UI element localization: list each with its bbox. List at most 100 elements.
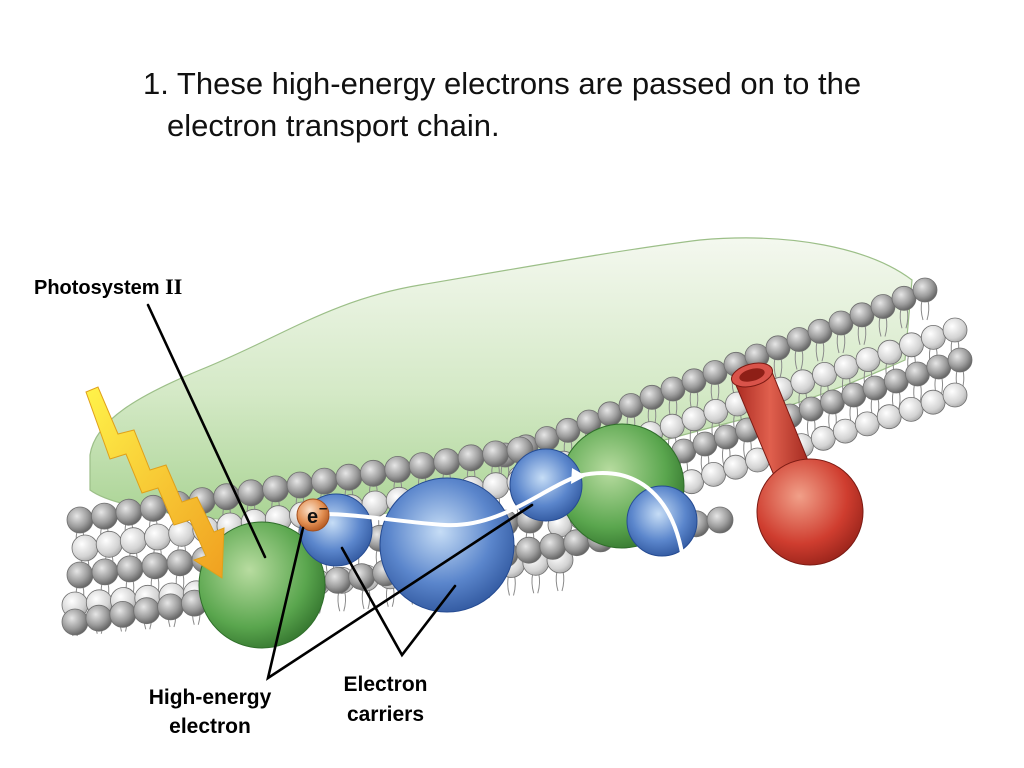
lipid-head bbox=[920, 389, 946, 415]
lipid-head bbox=[920, 324, 946, 350]
lipid-head bbox=[115, 498, 143, 526]
lipid-head bbox=[891, 285, 917, 311]
electron-carrier-upper bbox=[509, 448, 583, 522]
lipid-head bbox=[828, 310, 854, 336]
lipid-head bbox=[898, 396, 924, 422]
lipid-head bbox=[786, 327, 812, 352]
high-energy-label-line-1: High-energy bbox=[148, 686, 272, 709]
lipid-head bbox=[61, 608, 89, 636]
lipid-head bbox=[91, 502, 118, 530]
lipid-tail bbox=[555, 570, 565, 592]
lipid-head bbox=[133, 597, 161, 625]
lipid-head bbox=[798, 396, 824, 422]
lipid-head bbox=[482, 440, 510, 468]
lipid-head bbox=[833, 354, 859, 380]
lipid-head bbox=[820, 389, 845, 415]
lipid-head bbox=[854, 411, 880, 437]
heading-line-1: 1. These high-energy electrons are passe… bbox=[143, 66, 862, 101]
lipid-head bbox=[855, 347, 881, 373]
high-energy-label-line-2: electron bbox=[169, 715, 251, 738]
lipid-head bbox=[883, 368, 909, 394]
high-energy-electron: e – bbox=[296, 498, 330, 532]
carriers-label-line-1: Electron bbox=[343, 673, 428, 696]
photosystem-label-text: Photosystem bbox=[34, 277, 166, 299]
lipid-head bbox=[335, 463, 363, 491]
photosystem-label-numeral: II bbox=[165, 274, 183, 299]
lipid-head bbox=[723, 454, 748, 480]
electron-carrier-large bbox=[379, 477, 515, 613]
lipid-head bbox=[832, 418, 858, 444]
lipid-head bbox=[144, 523, 171, 551]
lipid-head bbox=[703, 398, 729, 424]
leader-photosystem bbox=[146, 303, 267, 559]
lipid-head bbox=[539, 533, 567, 560]
lipid-head bbox=[849, 302, 875, 328]
lipid-head bbox=[706, 506, 734, 534]
atp-synthase bbox=[731, 362, 864, 566]
lipid-head bbox=[942, 317, 968, 343]
lipid-head bbox=[408, 452, 436, 480]
lipid-head bbox=[942, 382, 968, 408]
lipid-head bbox=[905, 361, 930, 387]
lipid-head bbox=[310, 467, 338, 495]
lipid-tail bbox=[531, 573, 541, 594]
lipid-head bbox=[659, 413, 685, 439]
lipid-head bbox=[109, 601, 137, 628]
lipid-head bbox=[926, 354, 952, 380]
lipid-head bbox=[433, 448, 461, 476]
electron-charge: – bbox=[319, 500, 327, 517]
lipid-head bbox=[597, 401, 623, 427]
lipid-head bbox=[841, 382, 867, 408]
lipid-head bbox=[701, 461, 726, 487]
electron-carriers-label: Electron carriers bbox=[318, 670, 453, 730]
high-energy-electron-label: High-energy electron bbox=[130, 683, 290, 741]
lipid-tail bbox=[507, 575, 516, 596]
lipid-head bbox=[119, 527, 147, 555]
lipid-head bbox=[862, 375, 888, 401]
lipid-head bbox=[534, 426, 560, 451]
lipid-head bbox=[85, 604, 113, 632]
lipid-head bbox=[810, 425, 836, 451]
electron-symbol: e bbox=[307, 506, 318, 528]
heading-line-2: electron transport chain. bbox=[167, 108, 500, 143]
lipid-head bbox=[166, 549, 194, 577]
lipid-head bbox=[286, 471, 314, 499]
lipid-head bbox=[807, 318, 833, 344]
leader-electron-carriers bbox=[340, 546, 457, 658]
slide-heading: 1. These high-energy electrons are passe… bbox=[143, 63, 1003, 147]
electron-carrier-right bbox=[626, 485, 698, 557]
lipid-head bbox=[899, 332, 924, 358]
lipid-tail bbox=[920, 299, 930, 321]
lipid-head bbox=[947, 347, 973, 373]
lipid-head bbox=[168, 519, 196, 547]
lipid-head bbox=[359, 459, 387, 487]
lipid-head bbox=[116, 555, 144, 583]
lipid-head bbox=[713, 424, 739, 450]
lipid-head bbox=[639, 384, 665, 410]
lipid-head bbox=[812, 361, 837, 387]
lipid-head bbox=[692, 431, 718, 457]
lipid-head bbox=[457, 444, 485, 472]
electron-path-arrowhead bbox=[571, 468, 586, 484]
lipid-head bbox=[555, 417, 581, 443]
lipid-head bbox=[660, 376, 686, 402]
lipid-head bbox=[66, 561, 94, 589]
lipid-head bbox=[384, 455, 412, 483]
lipid-head bbox=[237, 479, 265, 507]
lipid-head bbox=[912, 277, 938, 303]
lipid-head bbox=[790, 369, 816, 395]
lipid-head bbox=[324, 567, 352, 594]
carriers-label-line-2: carriers bbox=[346, 703, 425, 726]
sunlight-arrow bbox=[85, 386, 225, 579]
leader-high-energy-electron bbox=[265, 503, 534, 681]
lipid-head bbox=[877, 339, 903, 365]
lipid-head bbox=[765, 335, 791, 361]
lipid-head bbox=[157, 593, 185, 621]
photosystem-ii bbox=[198, 521, 326, 649]
lipid-head bbox=[681, 406, 707, 432]
lipid-tail bbox=[337, 591, 347, 612]
lipid-head bbox=[95, 530, 123, 558]
lipid-head bbox=[71, 534, 99, 562]
lipid-head bbox=[681, 368, 707, 394]
